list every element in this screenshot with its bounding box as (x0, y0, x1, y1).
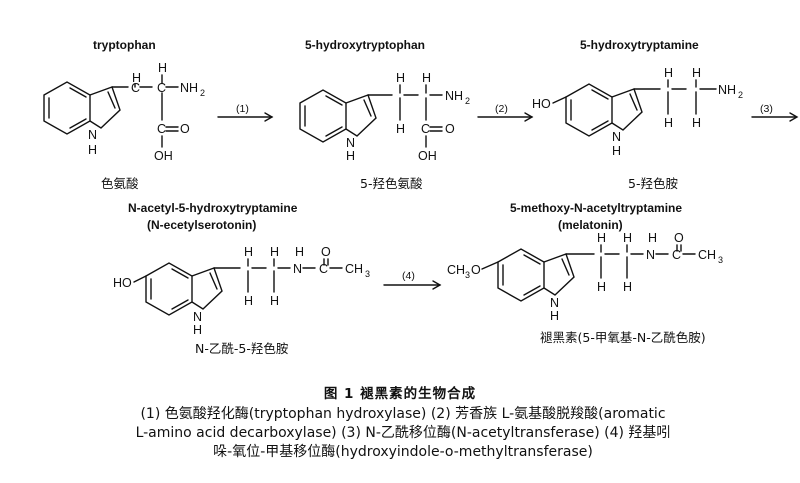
step-label-3: (3) (760, 103, 773, 115)
ca-h3-atom: H (623, 280, 632, 294)
step-label-1: (1) (236, 103, 249, 115)
tryptophan-name: tryptophan (93, 38, 156, 52)
melatonin-name: 5-methoxy-N-acetyltryptamine (510, 201, 682, 215)
ring-n-atom: N (550, 296, 559, 310)
carboxyl-o-atom: O (445, 122, 455, 136)
nh2-subscript: 2 (200, 88, 205, 98)
hydroxytryptophan-zh-name: 5-羟色氨酸 (360, 176, 423, 191)
ca-h3-atom: H (270, 294, 279, 308)
figure-legend: (1) 色氨酸羟化酶(tryptophan hydroxylase) (2) 芳… (28, 405, 778, 462)
acetylserotonin-zh-name: N-乙酰-5-羟色胺 (195, 341, 288, 356)
ring-nh-h: H (193, 323, 202, 337)
acetylserotonin-name: N-acetyl-5-hydroxytryptamine (128, 201, 298, 215)
indole-ring (145, 262, 223, 316)
cb-c-atom: C (131, 81, 140, 95)
ca-h-atom: H (244, 245, 253, 259)
legend-line-2: L-amino acid decarboxylase) (3) N-乙酰移位酶(… (135, 425, 671, 441)
ca-h2-atom: H (158, 61, 167, 75)
legend-line-1: (1) 色氨酸羟化酶(tryptophan hydroxylase) (2) 芳… (140, 406, 666, 422)
reaction-arrow-3: (3) (751, 103, 799, 122)
indole-ring (43, 81, 121, 135)
methyl-atom: CH (345, 262, 363, 276)
ca-h2-atom: H (422, 71, 431, 85)
methyl-subscript: 3 (365, 269, 370, 279)
acetylserotonin-alt-name: (N-ecetylserotonin) (147, 218, 256, 232)
carboxyl-c-atom: C (421, 122, 430, 136)
ring-n-atom: N (612, 130, 621, 144)
indole-ring (565, 83, 643, 137)
hydroxytryptamine-zh-name: 5-羟色胺 (628, 176, 678, 191)
reaction-arrow-2: (2) (477, 103, 534, 122)
amide-n-atom: N (293, 262, 302, 276)
nh2-subscript: 2 (738, 90, 743, 100)
carbonyl-o-atom: O (321, 245, 331, 259)
methyl-atom: CH (698, 248, 716, 262)
methyl-subscript: 3 (718, 255, 723, 265)
carboxyl-c-atom: C (157, 122, 166, 136)
legend-line-3: 哚-氧位-甲基移位酶(hydroxyindole-o-methyltransfe… (213, 444, 593, 460)
acetylserotonin-structure: N-acetyl-5-hydroxytryptamine (N-ecetylse… (113, 201, 370, 356)
ca-c-atom: C (157, 81, 166, 95)
carboxyl-oh-atom: OH (418, 149, 437, 163)
cb-h-atom: H (664, 116, 673, 130)
hydroxytryptophan-name: 5-hydroxytryptophan (305, 38, 425, 52)
melatonin-alt-name: (melatonin) (558, 218, 623, 232)
indole-ring (497, 248, 575, 302)
cb-h-atom: H (396, 122, 405, 136)
tryptophan-structure: tryptophan N H H C H C NH 2 C O OH 色氨酸 (43, 38, 205, 191)
step-label-4: (4) (402, 270, 415, 282)
methoxy-o-atom: O (471, 263, 481, 277)
figure-title: 图 1 褪黑素的生物合成 (323, 386, 477, 402)
cb-h-atom: H (597, 280, 606, 294)
hydroxytryptamine-structure: 5-hydroxytryptamine HO N H H H H H NH 2 … (532, 38, 743, 191)
nh2-atom: NH (445, 89, 463, 103)
ring-nh-h: H (88, 143, 97, 157)
carbonyl-c-atom: C (672, 248, 681, 262)
ca-h-atom: H (664, 66, 673, 80)
tryptophan-zh-name: 色氨酸 (101, 176, 139, 191)
cb-h-atom: H (244, 294, 253, 308)
melatonin-zh-name: 褪黑素(5-甲氧基-N-乙酰色胺) (540, 330, 706, 345)
ca-h2-atom: H (270, 245, 279, 259)
ring-nh-h: H (550, 309, 559, 323)
methoxy-c-atom: CH (447, 263, 465, 277)
nh2-subscript: 2 (465, 96, 470, 106)
ring-nh-h: H (612, 144, 621, 158)
carbonyl-c-atom: C (319, 262, 328, 276)
indole-ring (299, 89, 377, 143)
ca-h2-atom: H (692, 66, 701, 80)
ca-h-atom: H (597, 231, 606, 245)
ring-n-atom: N (88, 128, 97, 142)
ca-h-atom: H (132, 71, 141, 85)
nh2-atom: NH (718, 83, 736, 97)
hydroxytryptamine-name: 5-hydroxytryptamine (580, 38, 699, 52)
ca-h2-atom: H (623, 231, 632, 245)
methoxy-subscript: 3 (465, 270, 470, 280)
carbonyl-o-atom: O (674, 231, 684, 245)
ca-h3-atom: H (692, 116, 701, 130)
ring-n-atom: N (193, 310, 202, 324)
amide-n-atom: N (646, 248, 655, 262)
reaction-arrow-4: (4) (383, 270, 442, 290)
amide-h-atom: H (295, 245, 304, 259)
carboxyl-o-atom: O (180, 122, 190, 136)
melatonin-structure: 5-methoxy-N-acetyltryptamine (melatonin)… (447, 201, 723, 345)
ca-h-atom: H (396, 71, 405, 85)
ho-group: HO (532, 97, 551, 111)
hydroxytryptophan-structure: 5-hydroxytryptophan N H H H H NH 2 C O O… (299, 38, 470, 191)
carboxyl-oh-atom: OH (154, 149, 173, 163)
nh2-atom: NH (180, 81, 198, 95)
amide-h-atom: H (648, 231, 657, 245)
ring-n-atom: N (346, 136, 355, 150)
ho-group: HO (113, 276, 132, 290)
ring-nh-h: H (346, 149, 355, 163)
reaction-arrow-1: (1) (217, 103, 274, 122)
step-label-2: (2) (495, 103, 508, 115)
